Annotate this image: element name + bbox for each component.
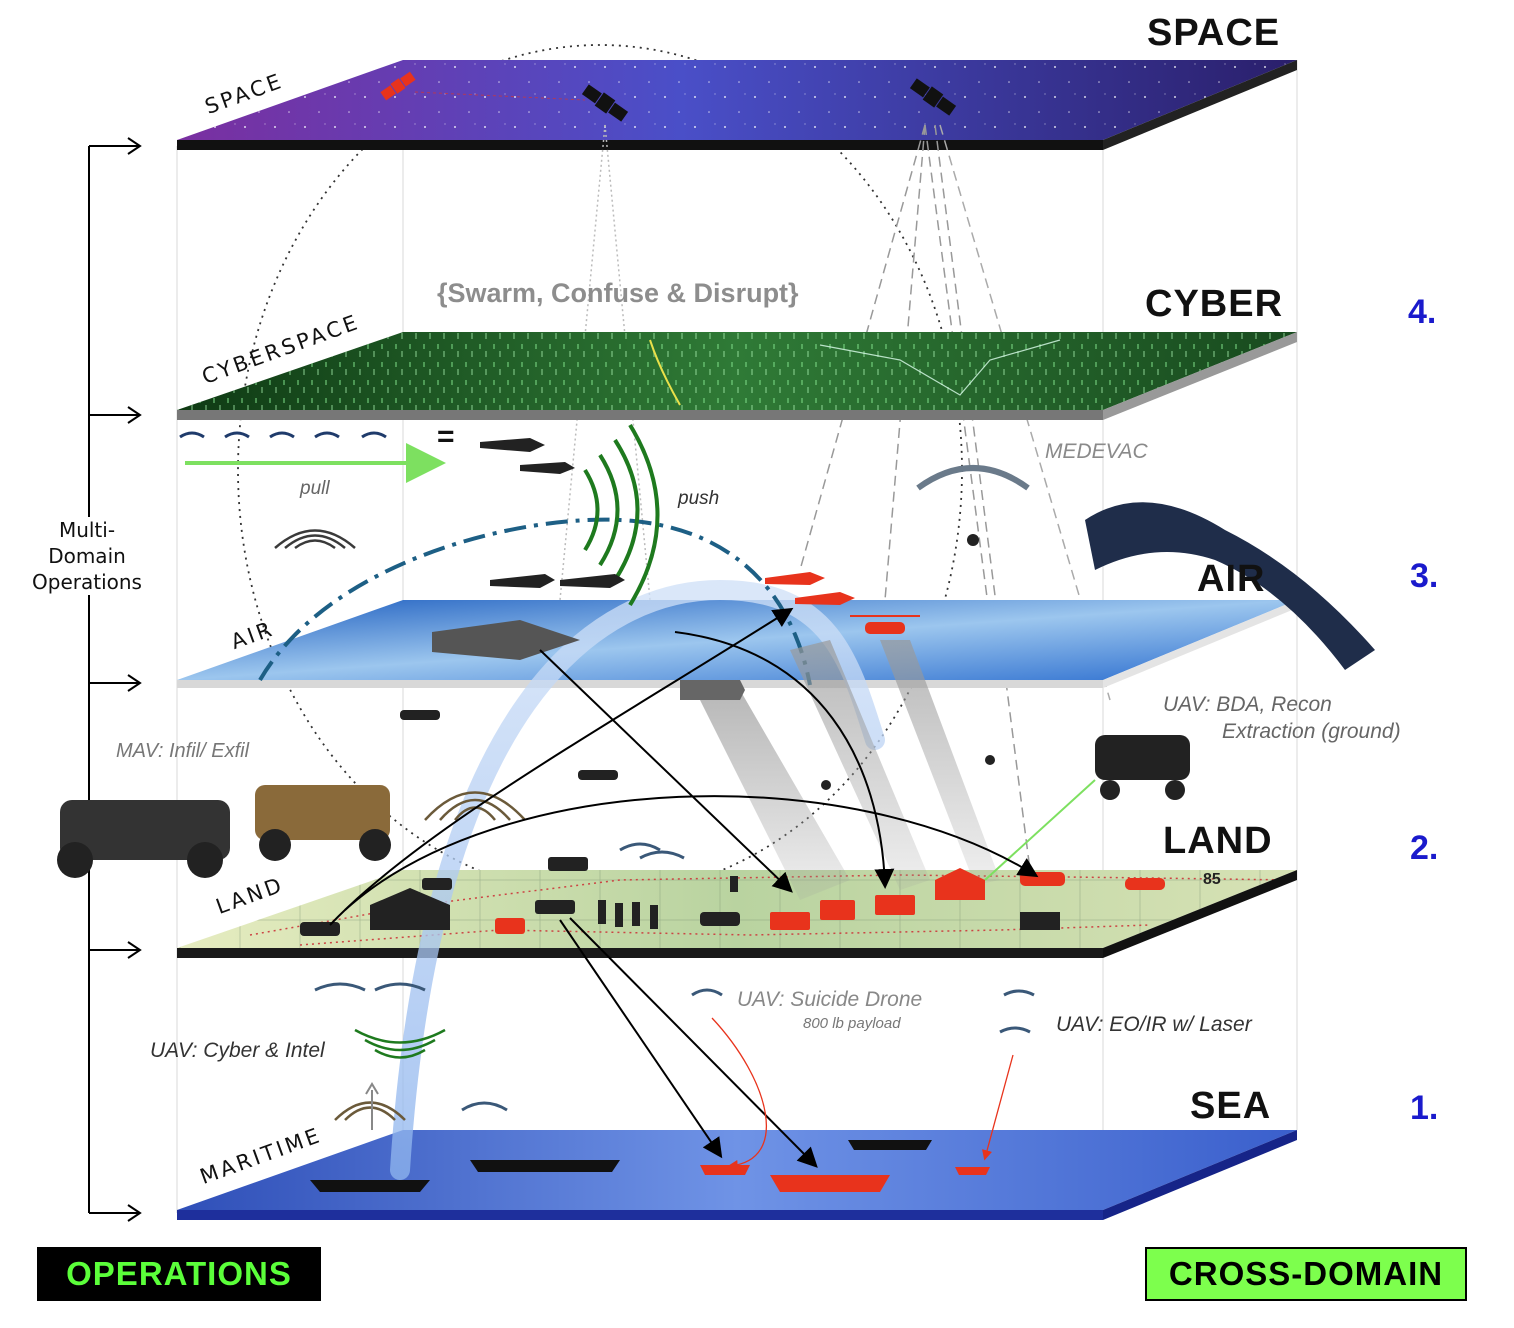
- vertical-link-arrow: [365, 1082, 379, 1130]
- left-bracket: [88, 137, 142, 1222]
- uav-bda-label: UAV: BDA, Recon: [1163, 693, 1332, 716]
- map-number: 85: [1203, 871, 1221, 888]
- parafoil-icon: [916, 465, 1030, 491]
- laser-link: [984, 779, 1096, 881]
- buggy-icon: [57, 735, 1190, 878]
- domain-title-sea: SEA: [1190, 1085, 1272, 1127]
- space-plane: [177, 60, 1297, 150]
- jet-icon: [432, 438, 745, 700]
- cross-domain-badge: CROSS-DOMAIN: [1145, 1247, 1467, 1301]
- medevac-label: MEDEVAC: [1045, 440, 1148, 463]
- jet-icon: [765, 572, 855, 605]
- uav-cyber-label: UAV: Cyber & Intel: [150, 1039, 325, 1062]
- mdo-line-2: Domain: [48, 544, 126, 568]
- swarm-caption: {Swarm, Confuse & Disrupt}: [437, 278, 799, 308]
- uav-suicide-payload: 800 lb payload: [803, 1015, 901, 1032]
- signal-wave-icon: [334, 1101, 406, 1121]
- equals-sign: =: [437, 420, 455, 453]
- uav-suicide-label: UAV: Suicide Drone: [737, 988, 923, 1011]
- signal-wave-icon: [274, 529, 356, 550]
- parafoil-icon: [179, 431, 387, 439]
- building-icon: [370, 868, 985, 930]
- truck-icon: [1020, 912, 1060, 930]
- domain-title-air: AIR: [1197, 558, 1266, 600]
- parafoil-icon: [1085, 502, 1375, 670]
- drone-icon: [821, 534, 995, 790]
- domain-number-cyber: 4.: [1408, 293, 1437, 331]
- mdo-line-3: Operations: [32, 570, 142, 594]
- uav-bda-label-2: Extraction (ground): [1222, 720, 1401, 743]
- domain-title-land: LAND: [1163, 820, 1273, 862]
- soldier-icon: [598, 876, 738, 929]
- satellite-beams: [559, 124, 1111, 871]
- operations-badge: OPERATIONS: [37, 1247, 321, 1301]
- signal-wave-icon: [354, 1028, 446, 1059]
- truck-icon: [495, 872, 1165, 934]
- domain-title-cyber: CYBER: [1145, 283, 1284, 325]
- land-plane: [177, 870, 1297, 958]
- uav-eoir-label: UAV: EO/IR w/ Laser: [1056, 1013, 1252, 1036]
- mdo-line-1: Multi-: [58, 518, 116, 542]
- air-plane: [177, 600, 1297, 688]
- helicopter-icon: [400, 615, 920, 780]
- domain-title-space: SPACE: [1147, 12, 1281, 54]
- mav-label: MAV: Infil/ Exfil: [116, 740, 250, 762]
- satellite-icon: [380, 71, 957, 122]
- engagement-arrows: [329, 607, 1039, 1168]
- cyber-plane: [177, 332, 1297, 420]
- multi-domain-operations-label: Multi- Domain Operations: [22, 517, 152, 595]
- domain-number-sea: 1.: [1410, 1089, 1439, 1127]
- tank-icon: [300, 857, 740, 936]
- pull-label: pull: [300, 478, 330, 499]
- signal-wave-icon: [583, 423, 660, 607]
- domain-number-land: 2.: [1410, 829, 1439, 867]
- red-strike-arrows: [711, 1017, 1014, 1171]
- ship-icon: [310, 1140, 932, 1192]
- parafoil-icon: [314, 842, 1035, 1112]
- push-label: push: [678, 488, 720, 509]
- domain-number-air: 3.: [1410, 557, 1439, 595]
